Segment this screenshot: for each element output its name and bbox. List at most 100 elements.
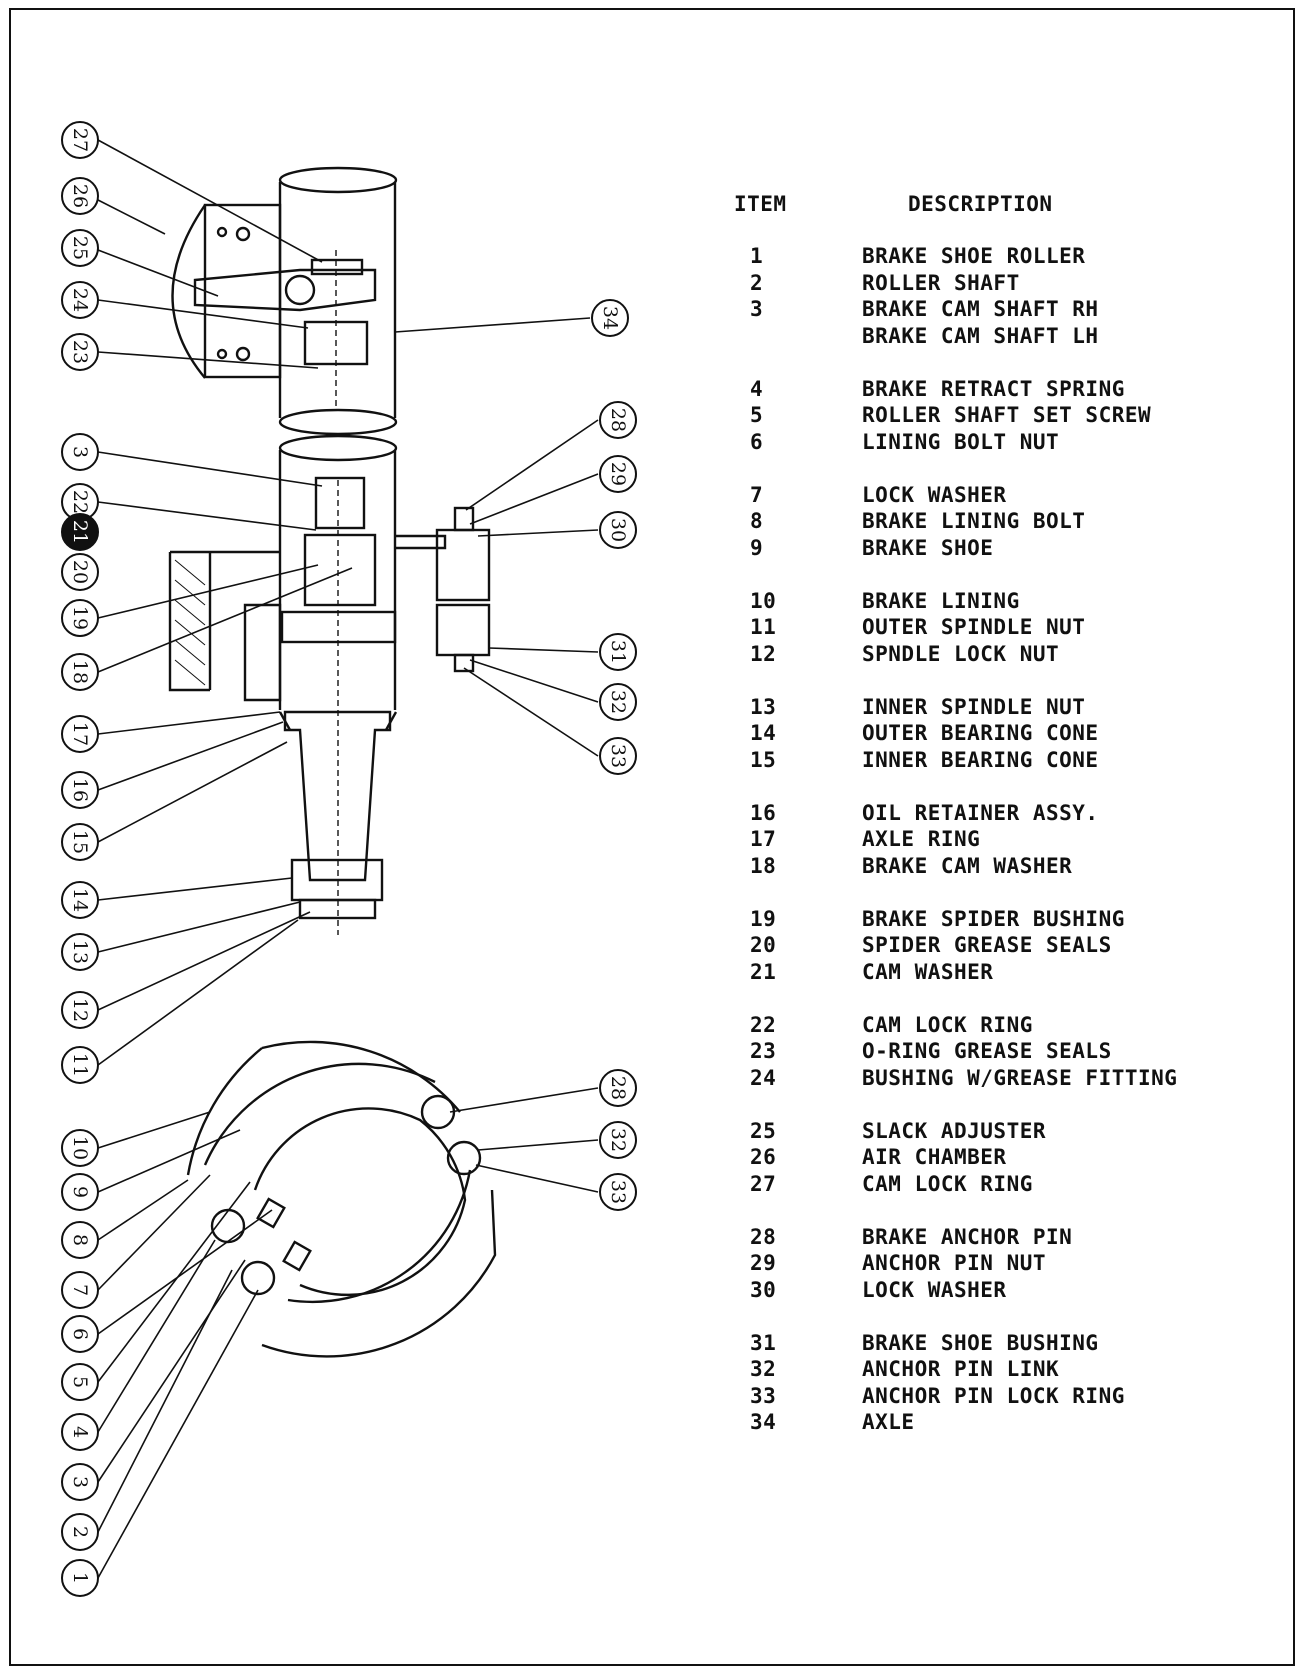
anchor-lock-ring bbox=[453, 653, 475, 673]
svg-text:10: 10 bbox=[69, 1136, 91, 1160]
anchor-shoe-bushing bbox=[435, 603, 491, 657]
callout-2: 2 bbox=[61, 1513, 99, 1551]
item-number: 27 bbox=[750, 1171, 777, 1196]
item-description: BRAKE SHOE bbox=[862, 535, 994, 560]
svg-text:6: 6 bbox=[69, 1328, 91, 1340]
brake-lining-lower bbox=[261, 1189, 497, 1358]
callout-3-side: 3 bbox=[61, 433, 99, 471]
svg-text:31: 31 bbox=[607, 640, 629, 664]
item-number: 3 bbox=[750, 297, 764, 321]
item-description: BRAKE LINING BOLT bbox=[862, 509, 1086, 533]
spider-hatch bbox=[174, 559, 206, 686]
item-description: BRAKE LINING bbox=[862, 588, 1020, 613]
item-description: BRAKE SHOE ROLLER bbox=[862, 244, 1086, 268]
callout-8: 8 bbox=[61, 1221, 99, 1259]
item-number: 34 bbox=[750, 1410, 777, 1434]
item-description: BRAKE SPIDER BUSHING bbox=[862, 906, 1125, 931]
callout-16: 16 bbox=[61, 771, 99, 809]
spider-web bbox=[208, 552, 282, 702]
cam-shaft bbox=[314, 476, 366, 530]
item-description: ANCHOR PIN LINK bbox=[862, 1357, 1060, 1381]
table-row: 31 BRAKE SHOE BUSHING bbox=[726, 1331, 1286, 1357]
item-description: O-RING GREASE SEALS bbox=[862, 1039, 1112, 1063]
item-description: ANCHOR PIN LOCK RING bbox=[862, 1383, 1125, 1408]
item-description: BRAKE CAM WASHER bbox=[862, 853, 1073, 878]
item-number: 1 bbox=[750, 244, 764, 268]
callout-5: 5 bbox=[61, 1363, 99, 1401]
item-description: BRAKE ANCHOR PIN bbox=[862, 1224, 1073, 1249]
callout-9: 9 bbox=[61, 1173, 99, 1211]
item-description: INNER SPINDLE NUT bbox=[862, 694, 1086, 719]
table-row: 33 ANCHOR PIN LOCK RING bbox=[726, 1384, 1286, 1410]
item-description: ANCHOR PIN NUT bbox=[862, 1251, 1047, 1275]
callout-3-shoe: 3 bbox=[61, 1463, 99, 1501]
anchor-pin-nut bbox=[453, 506, 475, 532]
item-description: BUSHING W/GREASE FITTING bbox=[862, 1065, 1178, 1090]
callout-30: 30 bbox=[599, 511, 637, 549]
table-row: 21 CAM WASHER bbox=[726, 960, 1286, 986]
item-number: 20 bbox=[750, 933, 777, 957]
item-number: 18 bbox=[750, 853, 777, 878]
svg-text:19: 19 bbox=[69, 606, 91, 630]
side-view-assembly bbox=[168, 434, 491, 935]
spindle-housing-top bbox=[278, 434, 398, 462]
item-description: AXLE bbox=[862, 1410, 915, 1434]
item-number: 21 bbox=[750, 959, 777, 984]
item-number: 13 bbox=[750, 694, 777, 719]
callout-1: 1 bbox=[61, 1559, 99, 1597]
svg-text:28: 28 bbox=[607, 408, 629, 432]
item-description: BRAKE SHOE BUSHING bbox=[862, 1330, 1099, 1355]
header-item: ITEM bbox=[734, 192, 787, 216]
item-description: ROLLER SHAFT SET SCREW bbox=[862, 403, 1152, 427]
callout-29: 29 bbox=[599, 455, 637, 493]
svg-text:4: 4 bbox=[69, 1426, 91, 1438]
item-description: AXLE RING bbox=[862, 827, 981, 851]
anchor-pin-upper bbox=[420, 1094, 456, 1130]
svg-text:27: 27 bbox=[69, 128, 91, 152]
table-row: 13 INNER SPINDLE NUT bbox=[726, 695, 1286, 721]
item-number: 17 bbox=[750, 827, 777, 851]
callout-11: 11 bbox=[61, 1046, 99, 1084]
item-number: 6 bbox=[750, 429, 764, 454]
item-description: CAM WASHER bbox=[862, 959, 994, 984]
svg-text:3: 3 bbox=[69, 1476, 91, 1488]
table-row: 34 AXLE bbox=[726, 1410, 1286, 1436]
air-chamber-bracket bbox=[203, 203, 282, 379]
item-number: 12 bbox=[750, 641, 777, 666]
table-row: 29 ANCHOR PIN NUT bbox=[726, 1251, 1286, 1277]
item-number: 16 bbox=[750, 800, 777, 825]
slack-adjuster bbox=[193, 268, 377, 312]
item-description: BRAKE CAM SHAFT RH bbox=[862, 297, 1099, 321]
svg-text:26: 26 bbox=[69, 184, 91, 208]
svg-text:13: 13 bbox=[69, 940, 91, 964]
item-description: LOCK WASHER bbox=[862, 482, 1007, 507]
bolt-b bbox=[235, 346, 251, 362]
svg-text:29: 29 bbox=[607, 462, 629, 486]
item-number: 31 bbox=[750, 1330, 777, 1355]
callout-24: 24 bbox=[61, 281, 99, 319]
table-row: BRAKE CAM SHAFT LH bbox=[726, 324, 1286, 350]
table-row: 3 BRAKE CAM SHAFT RH bbox=[726, 297, 1286, 323]
callout-6: 6 bbox=[61, 1315, 99, 1353]
callout-23: 23 bbox=[61, 333, 99, 371]
svg-text:1: 1 bbox=[69, 1572, 91, 1584]
bolt-c bbox=[216, 226, 228, 238]
item-description: OUTER BEARING CONE bbox=[862, 721, 1099, 745]
callout-33-shoe: 33 bbox=[599, 1173, 637, 1211]
callout-25: 25 bbox=[61, 229, 99, 267]
item-number: 29 bbox=[750, 1251, 777, 1275]
callout-14: 14 bbox=[61, 881, 99, 919]
item-number: 30 bbox=[750, 1277, 777, 1302]
cam-washer bbox=[280, 610, 397, 644]
item-number: 33 bbox=[750, 1383, 777, 1408]
item-description: AIR CHAMBER bbox=[862, 1145, 1007, 1169]
